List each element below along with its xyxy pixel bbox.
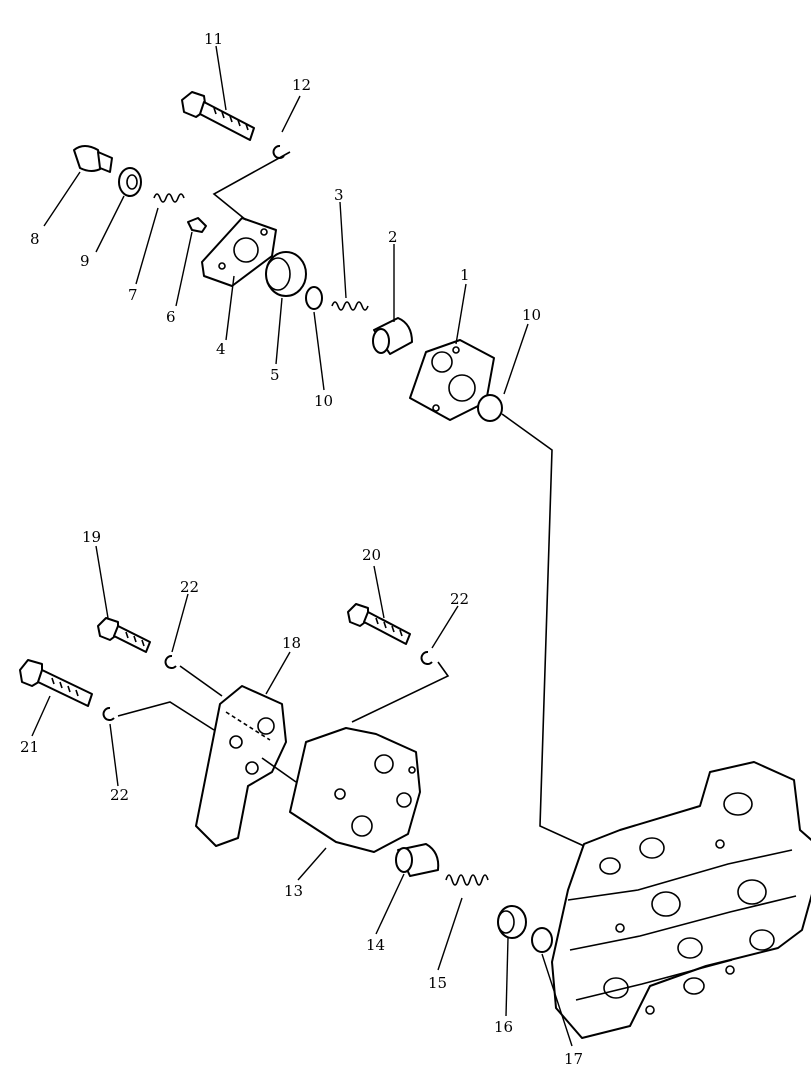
callout-10-right: 10 [522,306,541,324]
part-18-bracket [195,685,287,847]
callout-18: 18 [282,634,301,652]
callout-3: 3 [334,186,344,204]
connector-line-lower-a [179,665,223,697]
part-8-plug [73,145,113,173]
part-10-o-ring-upper [305,286,323,310]
callout-16: 16 [494,1018,513,1036]
connector-line-lower-b [117,701,215,731]
callout-4: 4 [216,340,226,358]
callout-9: 9 [80,252,90,270]
callout-22-a: 22 [180,578,199,596]
part-20-bolt [347,603,411,645]
callout-17: 17 [564,1050,583,1068]
part-14-sleeve [395,843,440,877]
callout-6: 6 [166,308,176,326]
part-13-housing [289,727,421,853]
main-valve-block [551,761,811,1039]
leader-lines [31,45,573,1047]
callout-20: 20 [362,546,381,564]
callout-21: 21 [20,738,39,756]
part-3-spring [331,301,369,311]
callout-1: 1 [460,266,470,284]
part-19-bolt [97,617,151,653]
part-6-poppet [187,217,207,233]
callout-8: 8 [30,230,40,248]
part-22-snap-ring-c [102,707,115,721]
callout-22-c: 22 [110,786,129,804]
part-1-valve-body [409,339,495,421]
part-2-sleeve [372,317,413,355]
callout-19: 19 [82,528,101,546]
callout-15: 15 [428,974,447,992]
callout-12: 12 [292,76,311,94]
part-7-spring [153,193,185,203]
callout-14: 14 [366,936,385,954]
connector-line-lower-d [261,757,297,783]
part-4-cover [201,217,277,287]
part-12-snap-ring [272,145,285,159]
part-15-spring [445,874,489,886]
part-22-snap-ring-a [164,655,177,669]
callout-11: 11 [204,30,223,48]
part-16-plug [497,905,527,939]
part-21-bolt [19,659,93,707]
connector-line-lower-c [351,661,450,723]
callout-10-left: 10 [314,392,333,410]
callout-2: 2 [388,228,398,246]
callout-labels: 1 2 3 4 5 6 7 8 9 10 10 11 12 13 14 15 1… [20,30,583,1068]
connector-line-upper [212,151,291,221]
part-17-o-ring [531,927,553,953]
callout-5: 5 [270,366,280,384]
part-5-piston [265,251,307,297]
callout-7: 7 [128,286,138,304]
part-9-nut [118,167,142,197]
part-22-snap-ring-b [420,651,433,665]
part-11-bolt [181,91,255,141]
part-10-o-ring-right [477,394,503,422]
callout-22-b: 22 [450,590,469,608]
connector-line-main [501,413,585,847]
callout-13: 13 [284,882,303,900]
